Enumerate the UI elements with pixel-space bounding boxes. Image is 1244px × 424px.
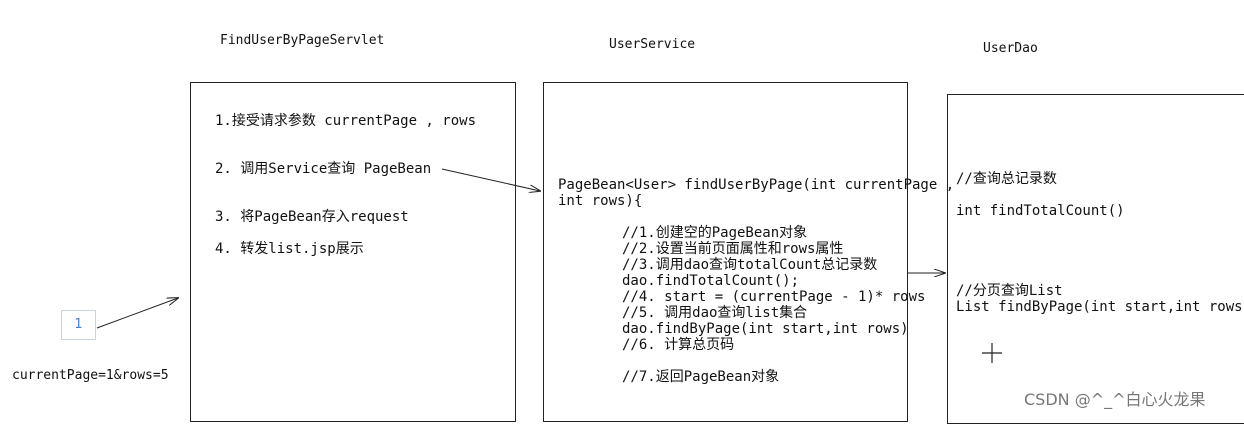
connector-arrows <box>96 168 1002 363</box>
page-number-box: 1 <box>61 310 96 340</box>
dao-comment-total: //查询总记录数 <box>956 171 1057 187</box>
servlet-title: FindUserByPageServlet <box>220 33 385 48</box>
servlet-step-1: 1.接受请求参数 currentPage , rows <box>215 113 477 129</box>
service-body-line: //7.返回PageBean对象 <box>622 369 780 385</box>
service-body-line: dao.findTotalCount(); <box>622 273 800 289</box>
dao-method-find-total-count: int findTotalCount() <box>956 203 1125 219</box>
servlet-step-4: 4. 转发list.jsp展示 <box>215 241 364 257</box>
watermark: CSDN @^_^白心火龙果 <box>1024 390 1206 409</box>
dao-title: UserDao <box>983 41 1038 56</box>
servlet-box <box>190 82 516 422</box>
request-to-servlet-arrow <box>96 298 178 329</box>
servlet-to-service-arrow <box>441 168 540 191</box>
service-body-line: //5. 调用dao查询list集合 <box>622 305 808 321</box>
service-body-line: dao.findByPage(int start,int rows) <box>622 321 909 337</box>
service-body-line: //4. start = (currentPage - 1)* rows <box>622 289 926 305</box>
servlet-step-2: 2. 调用Service查询 PageBean <box>215 161 432 177</box>
service-signature-line-2: int rows){ <box>558 193 643 209</box>
service-body-line: //6. 计算总页码 <box>622 337 735 353</box>
servlet-step-3: 3. 将PageBean存入request <box>215 209 409 225</box>
dao-method-find-by-page: List findByPage(int start,int rows) <box>956 299 1244 315</box>
dao-comment-page: //分页查询List <box>956 283 1063 299</box>
service-title: UserService <box>609 37 696 52</box>
service-body-line: //3.调用dao查询totalCount总记录数 <box>622 257 878 273</box>
crosshair-cursor-icon <box>982 343 1002 363</box>
query-string-label: currentPage=1&rows=5 <box>12 368 169 383</box>
service-box <box>543 82 908 422</box>
service-signature-line-1: PageBean<User> findUserByPage(int curren… <box>558 177 955 193</box>
service-body-line: //1.创建空的PageBean对象 <box>622 225 808 241</box>
dao-box <box>947 94 1244 424</box>
service-body-line: //2.设置当前页面属性和rows属性 <box>622 241 844 257</box>
